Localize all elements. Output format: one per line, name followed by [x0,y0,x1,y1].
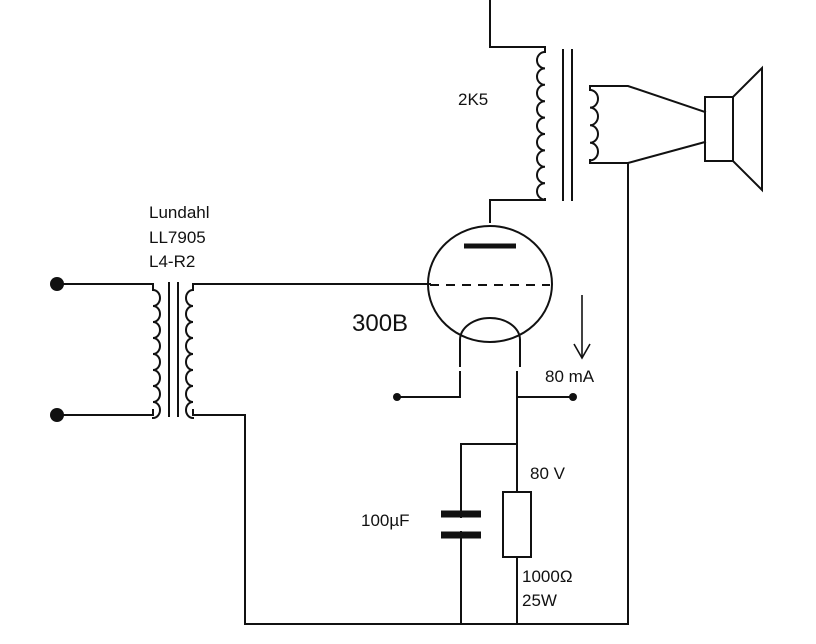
input-ground-wire [192,409,246,625]
input-transformer-label-1: Lundahl [149,203,210,222]
capacitor-100uf [441,510,481,539]
input-wire-top [56,283,154,291]
speaker-wire-top [589,85,707,114]
voltage-label: 80 V [530,464,566,483]
input-wire-bottom [56,409,154,416]
tube-filament [458,317,522,342]
input-transformer-label-2: LL7905 [149,228,206,247]
input-transformer [151,282,195,420]
input-transformer-label-3: L4-R2 [149,252,195,271]
output-transformer [536,49,599,201]
capacitor-label: 100µF [361,511,410,530]
current-label: 80 mA [545,367,595,386]
grid-wire [192,283,431,291]
output-primary-coil [536,50,547,201]
output-transformer-label: 2K5 [458,90,488,109]
tube-label: 300B [352,310,408,337]
b-plus-wire [489,0,546,53]
resistor-1000-ohm [502,491,532,558]
output-secondary-coil [588,88,599,162]
tube-300b [427,225,553,343]
plate-wire [489,198,546,223]
filament-terminal-right [569,393,577,401]
input-secondary-coil [185,288,195,420]
capacitor-gap [456,518,466,531]
input-primary-coil [151,288,161,420]
tube-envelope [427,225,553,343]
speaker-wire-bottom [589,140,707,164]
current-arrow-icon [573,295,591,360]
speaker-icon [704,65,763,193]
resistor-value-label: 1000Ω [522,567,573,586]
resistor-power-label: 25W [522,591,557,610]
filament-terminal-left [393,393,401,401]
